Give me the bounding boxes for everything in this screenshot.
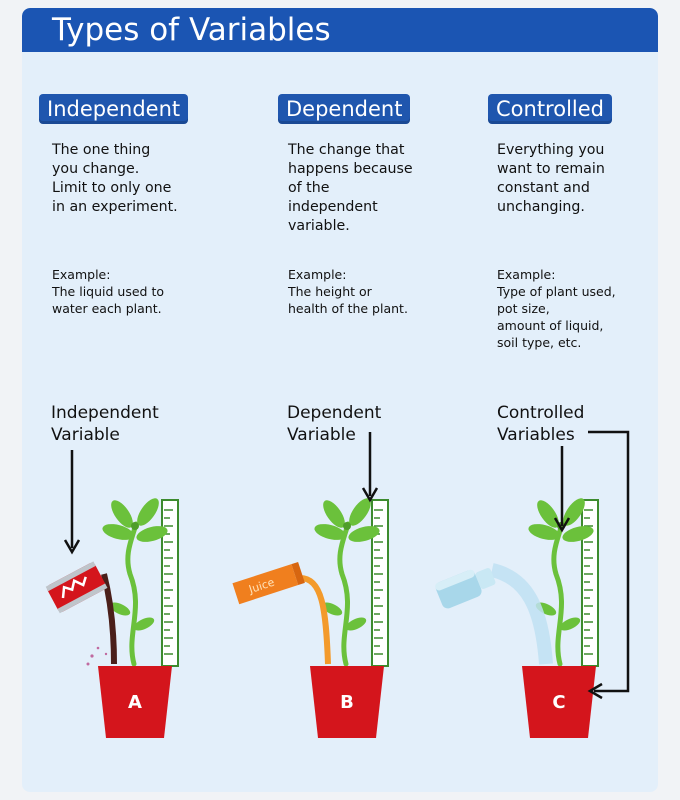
heading-dependent: Dependent	[278, 94, 411, 124]
water-bottle	[435, 568, 496, 609]
description-line: Limit to only one	[52, 180, 172, 196]
description-line: constant and	[497, 180, 590, 196]
soda-can	[45, 561, 108, 614]
pot-c	[522, 666, 596, 738]
infographic-card: Types of Variables Independent The one t…	[22, 8, 658, 792]
heading-controlled: Controlled	[488, 94, 612, 124]
description-line: you change.	[52, 161, 140, 177]
liquid-stream	[101, 573, 117, 665]
description-line: unchanging.	[497, 199, 585, 215]
variable-label-line: Controlled	[497, 403, 585, 423]
pot-b	[310, 666, 384, 738]
description-line: independent	[288, 199, 378, 215]
description-line: in an experiment.	[52, 199, 178, 215]
description-line: of the	[288, 180, 330, 196]
description-line: want to remain	[497, 161, 605, 177]
example-line: Type of plant used,	[497, 284, 616, 299]
example-independent: The liquid used to water each plant.	[52, 283, 164, 317]
arrows	[63, 430, 630, 700]
variable-label-dependent: Dependent Variable	[287, 402, 381, 446]
water-stream	[490, 563, 553, 665]
description-line: variable.	[288, 218, 350, 234]
variable-label-line: Independent	[51, 403, 159, 423]
variable-label-line: Variable	[287, 425, 356, 445]
description-dependent: The change that happens because of the i…	[288, 141, 413, 236]
arrow-controlled-pot	[588, 430, 630, 693]
description-line: The one thing	[52, 142, 151, 158]
variable-label-line: Variable	[51, 425, 120, 445]
description-line: happens because	[288, 161, 413, 177]
example-label-controlled: Example:	[497, 267, 556, 282]
variable-label-line: Dependent	[287, 403, 382, 423]
description-independent: The one thing you change. Limit to only …	[52, 141, 178, 217]
example-label-dependent: Example:	[288, 267, 347, 282]
example-line: amount of liquid,	[497, 318, 604, 333]
title-banner: Types of Variables	[22, 8, 658, 52]
pot-letter-b: B	[340, 692, 354, 713]
pot-letter-a: A	[128, 692, 142, 713]
example-label-independent: Example:	[52, 267, 111, 282]
plant-b: Juice B	[232, 495, 389, 738]
variable-label-line: Variables	[497, 425, 575, 445]
plant-illustrations: A Juice B C	[45, 430, 630, 738]
description-line: Everything you	[497, 142, 605, 158]
plant-c: C	[435, 495, 599, 738]
example-line: health of the plant.	[288, 301, 408, 316]
description-controlled: Everything you want to remain constant a…	[497, 141, 605, 217]
pot-a	[98, 666, 172, 738]
example-line: water each plant.	[52, 301, 162, 316]
example-dependent: The height or health of the plant.	[288, 283, 408, 317]
pot-letter-c: C	[552, 692, 565, 713]
variable-label-independent: Independent Variable	[51, 402, 159, 446]
juice-stream	[299, 575, 331, 665]
example-line: The height or	[288, 284, 372, 299]
variable-label-controlled: Controlled Variables	[497, 402, 584, 446]
example-line: The liquid used to	[52, 284, 164, 299]
example-line: soil type, etc.	[497, 335, 582, 350]
example-line: pot size,	[497, 301, 550, 316]
description-line: The change that	[288, 142, 405, 158]
page-title: Types of Variables	[52, 12, 331, 48]
heading-independent: Independent	[39, 94, 189, 124]
plant-a: A	[45, 495, 179, 738]
juice-box: Juice	[232, 561, 305, 605]
example-controlled: Type of plant used, pot size, amount of …	[497, 283, 616, 351]
